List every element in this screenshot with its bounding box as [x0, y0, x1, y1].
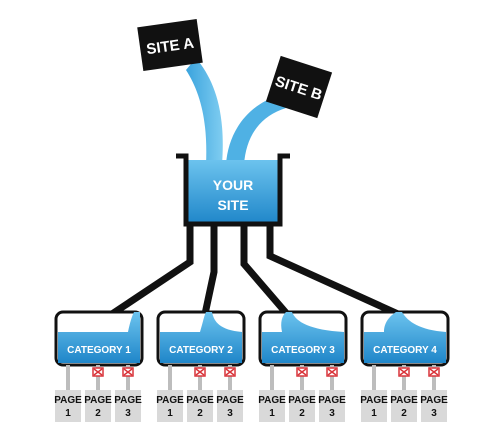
source-site-a: SITE A [137, 19, 203, 71]
page-number: 3 [431, 408, 437, 419]
pipe-to-category-2 [200, 222, 218, 319]
hub-your-site: YOUR SITE [176, 153, 290, 227]
page-number: 2 [95, 408, 101, 419]
page-label: PAGE [420, 395, 448, 406]
valve-icon [398, 367, 410, 377]
pages: PAGE 1 PAGE 2 PAGE 3 PAGE 1 PAGE 2 PAGE … [54, 390, 448, 422]
page-label: PAGE [54, 395, 82, 406]
pipe-to-category-4 [266, 222, 403, 319]
page-number: 1 [269, 408, 275, 419]
category-4: CATEGORY 4 [360, 310, 450, 367]
source-site-b: SITE B [265, 55, 333, 119]
hub-label-line-1: YOUR [213, 177, 253, 193]
valve-icon [194, 367, 206, 377]
valve-icon [428, 367, 440, 377]
page-number: 1 [371, 408, 377, 419]
valve-icon [296, 367, 308, 377]
connector-pipes [107, 222, 403, 319]
page-label: PAGE [216, 395, 244, 406]
valve-icon [326, 367, 338, 377]
valve-icon [92, 367, 104, 377]
page-label: PAGE [156, 395, 184, 406]
page-number: 1 [167, 408, 173, 419]
source-label-site-a: SITE A [145, 35, 195, 59]
page-number: 3 [329, 408, 335, 419]
category-2: CATEGORY 2 [156, 310, 246, 367]
valve-icon [122, 367, 134, 377]
page-label: PAGE [390, 395, 418, 406]
page-label: PAGE [288, 395, 316, 406]
page-number: 2 [197, 408, 203, 419]
page-label: PAGE [186, 395, 214, 406]
page-label: PAGE [84, 395, 112, 406]
stream-from-site-a [186, 58, 223, 165]
hub-label-line-2: SITE [217, 197, 248, 213]
category-4-label: CATEGORY 4 [373, 345, 437, 356]
hub-basin-outline [176, 153, 290, 227]
category-1-label: CATEGORY 1 [67, 345, 131, 356]
page-label: PAGE [114, 395, 142, 406]
page-label: PAGE [258, 395, 286, 406]
page-number: 3 [125, 408, 131, 419]
water-streams [186, 58, 286, 165]
stream-from-site-b [226, 96, 286, 165]
valves [92, 367, 440, 377]
page-number: 3 [227, 408, 233, 419]
pipe-to-category-1 [107, 222, 194, 319]
category-1: CATEGORY 1 [54, 310, 144, 367]
page-number: 2 [401, 408, 407, 419]
page-label: PAGE [318, 395, 346, 406]
valve-icon [224, 367, 236, 377]
category-3: CATEGORY 3 [258, 310, 348, 367]
page-number: 1 [65, 408, 71, 419]
page-number: 2 [299, 408, 305, 419]
pipe-to-category-3 [240, 222, 292, 319]
category-3-label: CATEGORY 3 [271, 345, 335, 356]
category-2-label: CATEGORY 2 [169, 345, 233, 356]
page-label: PAGE [360, 395, 388, 406]
